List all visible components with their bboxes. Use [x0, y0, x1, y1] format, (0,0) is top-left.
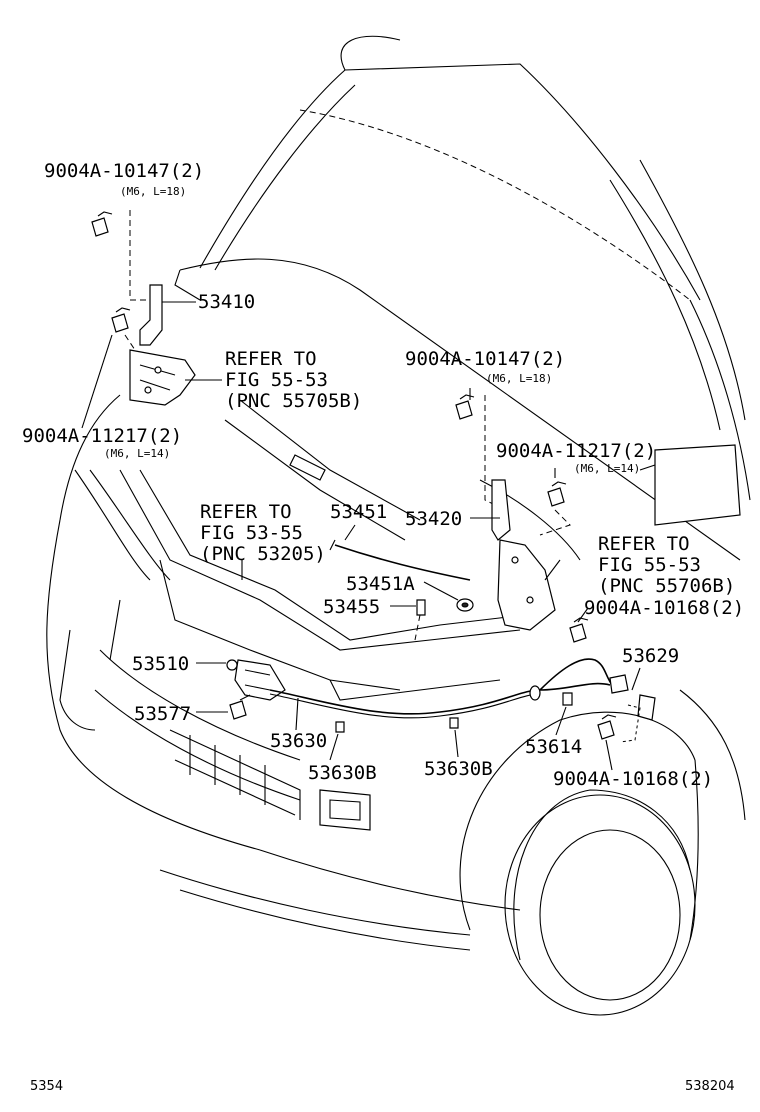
label-lock: 53510: [132, 653, 189, 675]
grommet-icon: [562, 692, 573, 706]
label-refer-rh-1: REFER TO: [598, 533, 690, 555]
label-clamp-1: 53630B: [308, 762, 377, 784]
label-refer-center-3: (PNC 53205): [200, 543, 326, 565]
label-bolt-top-left-spec: (M6, L=18): [120, 185, 186, 198]
hood-hinge-lh-icon: [129, 284, 196, 406]
bolt-lock-icon: [229, 694, 251, 720]
label-bolt-top-right-spec: (M6, L=18): [486, 372, 552, 385]
label-refer-lh-3: (PNC 55705B): [225, 390, 362, 412]
label-cushion: 53455: [323, 596, 380, 618]
label-bolt-mid-right: 9004A-11217(2): [496, 440, 656, 462]
label-refer-lh-1: REFER TO: [225, 348, 317, 370]
labels: 9004A-10147(2) (M6, L=18) 53410 REFER TO…: [22, 160, 744, 790]
label-refer-lh-2: FIG 55-53: [225, 369, 328, 391]
bolt-mid-left-icon: [111, 307, 131, 333]
bolt-right-upper-icon: [569, 617, 589, 643]
label-rod-holder: 53451A: [346, 573, 415, 595]
cushion-icon: [416, 599, 426, 616]
hood-hinge-rh-icon: [491, 479, 556, 631]
label-hinge-lh: 53410: [198, 291, 255, 313]
rod-holder-icon: [456, 598, 474, 612]
label-bolt-right-upper: 9004A-10168(2): [584, 597, 744, 619]
label-bolt-mid-left-spec: (M6, L=14): [104, 447, 170, 460]
label-bolt-mid-right-spec: (M6, L=14): [574, 462, 640, 475]
label-clamp-2: 53630B: [424, 758, 493, 780]
bolt-top-left-icon: [91, 211, 113, 237]
parts: [91, 210, 656, 743]
bolt-right-lower-icon: [597, 714, 617, 740]
bolt-top-right-icon: [455, 394, 475, 420]
label-bolt-right-lower: 9004A-10168(2): [553, 768, 713, 790]
label-bolt-mid-left: 9004A-11217(2): [22, 425, 182, 447]
label-hinge-rh: 53420: [405, 508, 462, 530]
label-grommet: 53614: [525, 736, 582, 758]
support-rod-icon: [329, 539, 471, 581]
cable-clamp-1-icon: [335, 721, 345, 733]
label-refer-center-1: REFER TO: [200, 501, 292, 523]
release-cable-icon: [269, 658, 613, 719]
footer-code-right: 538204: [685, 1079, 735, 1094]
label-refer-center-2: FIG 53-55: [200, 522, 303, 544]
hood-lock-icon: [226, 659, 286, 701]
label-bolt-lock: 53577: [134, 703, 191, 725]
label-refer-rh-2: FIG 55-53: [598, 554, 701, 576]
label-cable: 53630: [270, 730, 327, 752]
leader-lines: [81, 301, 641, 771]
vehicle-outline: [46, 35, 751, 1016]
cable-clamp-2-icon: [449, 717, 459, 729]
release-lever-icon: [609, 674, 656, 721]
bolt-mid-right-icon: [547, 481, 567, 507]
label-refer-rh-3: (PNC 55706B): [598, 575, 735, 597]
label-support-rod: 53451: [330, 501, 387, 523]
label-bolt-top-left: 9004A-10147(2): [44, 160, 204, 182]
label-bolt-top-right: 9004A-10147(2): [405, 348, 565, 370]
label-release-lever: 53629: [622, 645, 679, 667]
footer-code-left: 5354: [30, 1079, 63, 1094]
